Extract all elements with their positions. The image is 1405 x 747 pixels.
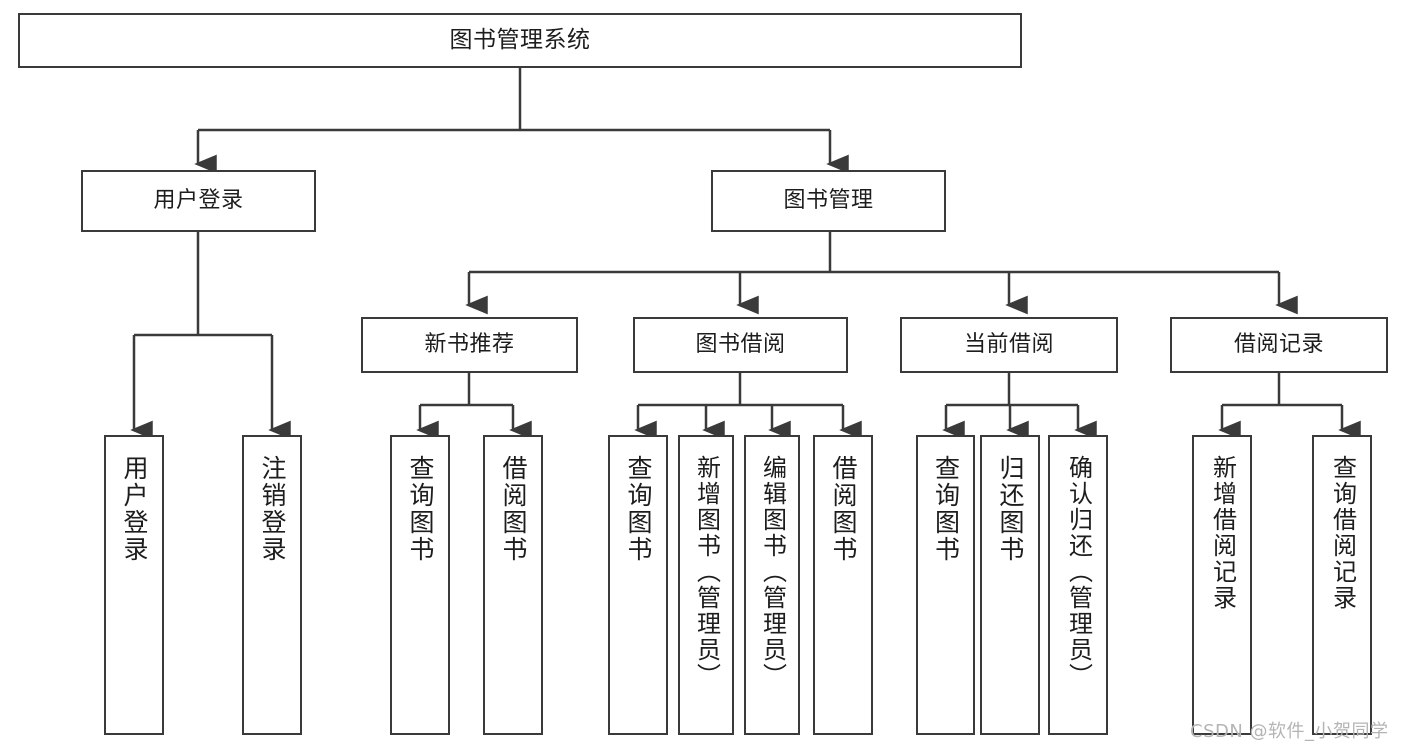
- leaf-nb-query-book[interactable]: 查询图书: [390, 435, 450, 735]
- leaf-logout[interactable]: 注销登录: [242, 435, 302, 735]
- node-label: 查询图书: [406, 455, 435, 563]
- leaf-br-query-record[interactable]: 查询借阅记录: [1312, 435, 1372, 735]
- leaf-bb-add-book-admin[interactable]: 新增图书（管理员）: [678, 435, 734, 735]
- leaf-br-add-record[interactable]: 新增借阅记录: [1192, 435, 1252, 735]
- leaf-cb-confirm-return-admin[interactable]: 确认归还（管理员）: [1048, 435, 1108, 735]
- leaf-bb-query-book[interactable]: 查询图书: [608, 435, 668, 735]
- node-label: 图书管理系统: [449, 27, 591, 54]
- node-label: 查询借阅记录: [1328, 455, 1357, 611]
- node-label: 图书借阅: [695, 332, 786, 358]
- leaf-cb-query-book[interactable]: 查询图书: [916, 435, 975, 735]
- node-label: 注销登录: [258, 455, 287, 563]
- node-root-book-management-system[interactable]: 图书管理系统: [18, 13, 1022, 68]
- node-new-book-recommend[interactable]: 新书推荐: [361, 317, 578, 373]
- leaf-cb-return-book[interactable]: 归还图书: [980, 435, 1040, 735]
- node-current-borrow[interactable]: 当前借阅: [900, 317, 1118, 373]
- node-label: 归还图书: [996, 455, 1025, 563]
- node-label: 用户登录: [153, 188, 244, 214]
- node-label: 新增图书（管理员）: [692, 455, 721, 689]
- leaf-nb-borrow-book[interactable]: 借阅图书: [483, 435, 543, 735]
- leaf-bb-borrow-book[interactable]: 借阅图书: [813, 435, 873, 735]
- node-label: 借阅图书: [499, 455, 528, 563]
- leaf-bb-edit-book-admin[interactable]: 编辑图书（管理员）: [744, 435, 800, 735]
- node-label: 图书管理: [783, 188, 874, 214]
- leaf-user-login[interactable]: 用户登录: [104, 435, 164, 735]
- node-label: 新书推荐: [424, 332, 515, 358]
- node-label: 新增借阅记录: [1208, 455, 1237, 611]
- node-label: 确认归还（管理员）: [1064, 455, 1093, 689]
- node-label: 当前借阅: [963, 332, 1054, 358]
- node-label: 用户登录: [120, 455, 149, 563]
- node-borrow-record[interactable]: 借阅记录: [1170, 317, 1388, 373]
- csdn-watermark: CSDN @软件_小贺同学: [1190, 721, 1389, 742]
- node-label: 查询图书: [931, 455, 961, 563]
- node-user-login[interactable]: 用户登录: [81, 170, 316, 232]
- node-label: 查询图书: [624, 455, 653, 563]
- node-label: 借阅图书: [829, 455, 858, 563]
- node-label: 编辑图书（管理员）: [758, 455, 787, 689]
- node-label: 借阅记录: [1233, 332, 1324, 358]
- node-book-management[interactable]: 图书管理: [711, 170, 946, 232]
- node-book-borrow[interactable]: 图书借阅: [633, 317, 848, 373]
